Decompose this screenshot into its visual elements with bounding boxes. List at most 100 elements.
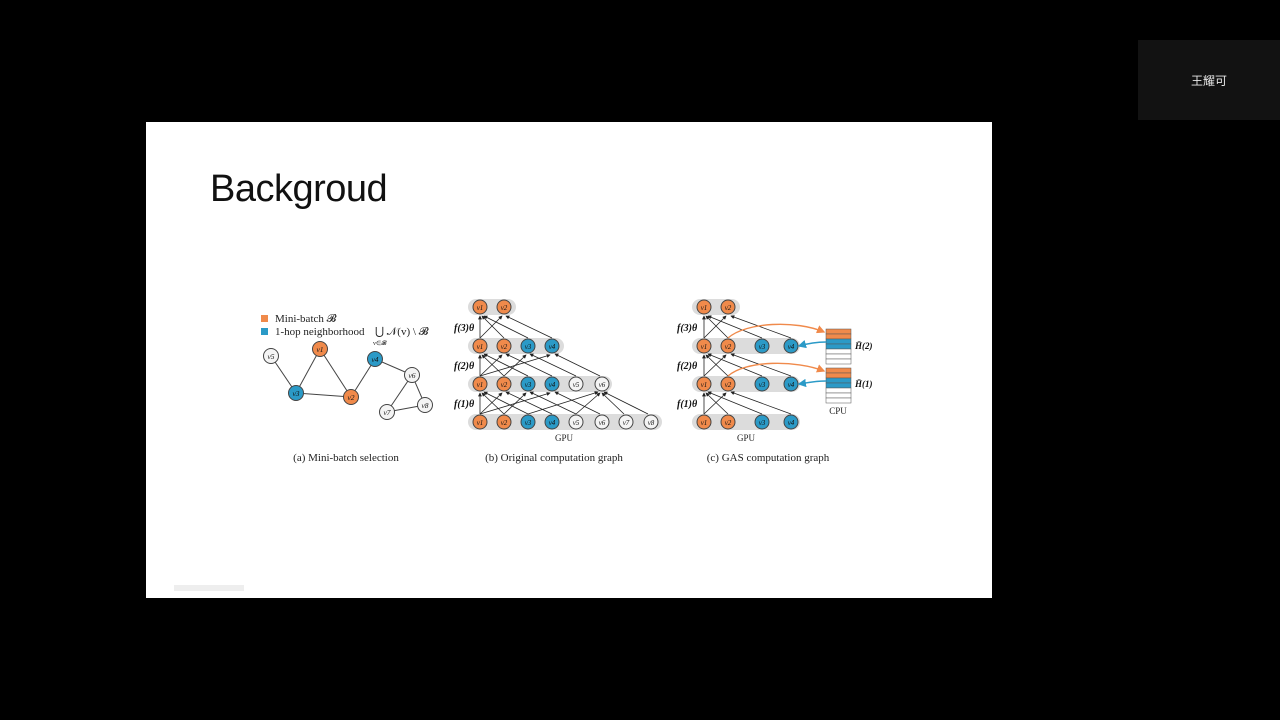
b-r2-v1 [472,338,488,354]
slide-title: Backgroud [210,168,388,210]
node-v6 [404,367,420,383]
graph-b-layer-labels: f(3)θ f(2)θ f(1)θ [454,323,475,410]
b-r2-v3-label: v3 [525,343,532,351]
node-v1-label: v1 [316,345,323,354]
b-r3-v6 [594,376,610,392]
legend-minibatch-swatch [261,315,268,322]
b-r3-v5-label: v5 [573,381,580,389]
graph-a-nodes: v1 v2 v3 v4 v5 v6 v7 v8 [263,341,433,420]
b-r4-v1 [472,414,488,430]
node-v5-label: v5 [267,352,274,361]
b-r2-v4 [544,338,560,354]
graph-b-nodes: v1 v2 v1 v2 v3 v4 v1 v2 v3 v4 v5 v6 [472,299,659,430]
history-embedding-2 [825,328,852,365]
b-r4-v5 [568,414,584,430]
b-top-v2-label: v2 [501,304,508,312]
b-layer-label-1: f(1)θ [454,399,475,410]
b-r4-v7-label: v7 [623,419,630,427]
node-v8-label: v8 [421,401,428,410]
legend-neighborhood-swatch [261,328,268,335]
graph-b-edges [478,315,649,415]
c-r3-v2 [720,376,736,392]
b-r3-v6-label: v6 [599,381,606,389]
b-r4-v2-label: v2 [501,419,508,427]
legend-neighborhood-label: 1-hop neighborhood [275,326,365,338]
b-r4-v4-label: v4 [549,419,556,427]
node-v5 [263,348,279,364]
c-layer-label-2: f(2)θ [677,361,698,372]
b-r2-v1-label: v1 [477,343,484,351]
b-top-v1-label: v1 [477,304,484,312]
history-label-2: H̄(2) [854,341,873,351]
node-v2-label: v2 [347,393,354,402]
graph-c-nodes: v1 v2 v1 v2 v3 v4 v1 v2 v3 v4 v1 v2 v3 [696,299,799,430]
b-layer-label-2: f(2)θ [454,361,475,372]
c-r4-v2 [720,414,736,430]
legend: Mini-batch 𝓑 1-hop neighborhood ⋃ 𝒩(v) \… [261,313,429,347]
legend-neighborhood-formula: ⋃ 𝒩(v) \ 𝓑 [375,326,429,338]
caption-c: (c) GAS computation graph [707,452,830,464]
c-r2-v3 [754,338,770,354]
history-pull-arrows [797,340,827,388]
b-r2-v2 [496,338,512,354]
c-top-v1 [696,299,712,315]
caption-a: (a) Mini-batch selection [293,452,399,464]
legend-union-subscript: v∈𝓑 [373,340,387,347]
node-v2 [343,389,359,405]
b-r3-v2-label: v2 [501,381,508,389]
c-r4-v1-label: v1 [701,419,708,427]
caption-b: (b) Original computation graph [485,452,623,464]
participant-tile[interactable]: 王耀可 [1138,40,1280,120]
c-layer-label-3: f(3)θ [677,323,698,334]
node-v8 [417,397,433,413]
c-r3-v1 [696,376,712,392]
node-v1 [312,341,328,357]
cpu-label: CPU [829,406,847,416]
node-v4-label: v4 [371,355,378,364]
b-r2-v2-label: v2 [501,343,508,351]
b-r2-v3 [520,338,536,354]
b-r3-v4-label: v4 [549,381,556,389]
graph-c-edges [702,315,792,415]
b-r4-v2 [496,414,512,430]
b-layer-label-3: f(3)θ [454,323,475,334]
b-r3-v4 [544,376,560,392]
history-labels: H̄(2) H̄(1) [854,341,873,389]
graph-b-bands [468,299,662,430]
participant-name: 王耀可 [1190,73,1227,88]
b-gpu-label: GPU [555,433,574,443]
b-r4-v5-label: v5 [573,419,580,427]
c-top-v1-label: v1 [701,304,708,312]
c-r2-v2-label: v2 [725,343,732,351]
node-v3-label: v3 [292,389,299,398]
b-r4-v7 [618,414,634,430]
c-r2-v2 [720,338,736,354]
c-gpu-label: GPU [737,433,756,443]
c-r2-v1 [696,338,712,354]
c-r3-v3-label: v3 [759,381,766,389]
history-push-arrows [727,323,826,377]
b-r2-v4-label: v4 [549,343,556,351]
c-r4-v2-label: v2 [725,419,732,427]
b-r3-v2 [496,376,512,392]
c-r4-v3 [754,414,770,430]
c-r3-v4-label: v4 [788,381,795,389]
c-r3-v3 [754,376,770,392]
b-r4-v3-label: v3 [525,419,532,427]
c-r2-v1-label: v1 [701,343,708,351]
b-r4-v4 [544,414,560,430]
node-v7 [379,404,395,420]
c-r3-v2-label: v2 [725,381,732,389]
graph-c-layer-labels: f(3)θ f(2)θ f(1)θ [677,323,698,410]
c-r2-v3-label: v3 [759,343,766,351]
c-r3-v1-label: v1 [701,381,708,389]
c-r4-v4 [783,414,799,430]
slide-footer-mark [174,585,244,591]
presentation-slide: Backgroud Mini-batch 𝓑 1-hop neighborhoo… [146,122,992,598]
c-r2-v4-label: v4 [788,343,795,351]
b-r4-v8 [643,414,659,430]
b-r3-v3-label: v3 [525,381,532,389]
c-top-v2-label: v2 [725,304,732,312]
b-top-v2 [496,299,512,315]
b-r3-v3 [520,376,536,392]
